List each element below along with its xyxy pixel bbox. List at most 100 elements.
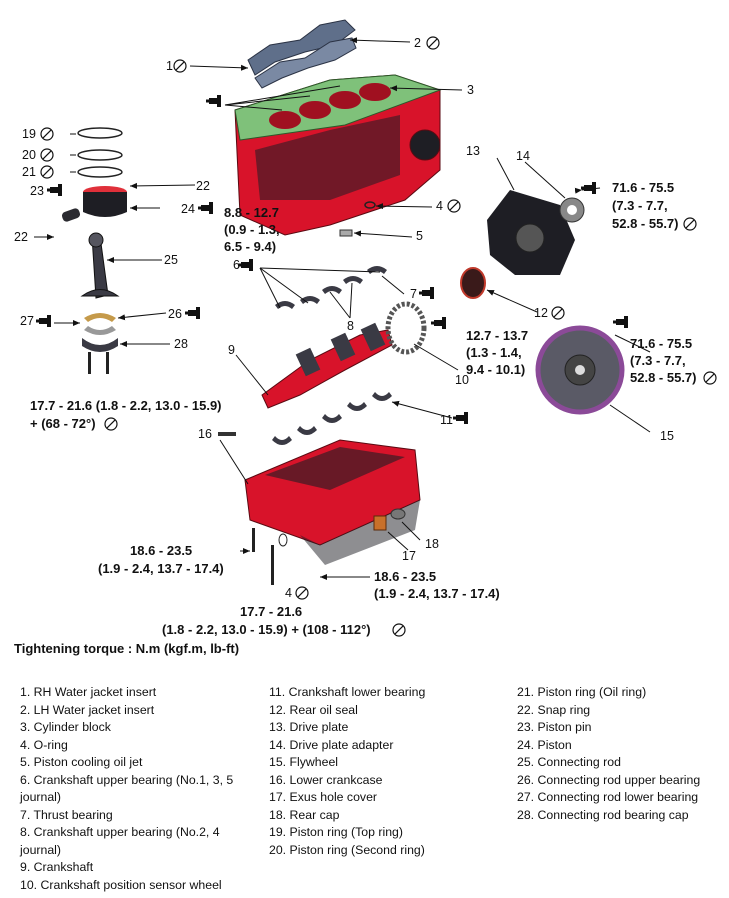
legend-item: 23. Piston pin — [517, 720, 592, 734]
svg-text:12.7 - 13.7: 12.7 - 13.7 — [466, 328, 528, 343]
svg-text:8.8 - 12.7: 8.8 - 12.7 — [224, 205, 279, 220]
svg-text:6: 6 — [233, 258, 240, 272]
legend-item: 12. Rear oil seal — [269, 702, 358, 717]
rod-bearings-and-cap — [82, 313, 118, 374]
svg-text:4: 4 — [285, 586, 292, 600]
crankshaft — [261, 322, 393, 409]
legend-item: 6. Crankshaft upper bearing (No.1, 3, 5 … — [20, 772, 234, 805]
drive-plate-adapter — [559, 197, 585, 223]
cylinder-block — [234, 74, 442, 236]
svg-text:52.8 - 55.7): 52.8 - 55.7) — [630, 370, 697, 385]
svg-text:71.6 - 75.5: 71.6 - 75.5 — [612, 180, 674, 195]
leader-lines — [34, 37, 651, 580]
crankshaft-upper-bearings — [275, 266, 387, 309]
drive-plate — [487, 190, 575, 275]
legend-item: 8. Crankshaft upper bearing (No.2, 4 jou… — [20, 825, 220, 857]
svg-text:23: 23 — [30, 184, 44, 198]
legend-item: 14. Drive plate adapter — [269, 737, 394, 752]
svg-text:17: 17 — [402, 549, 416, 563]
piston-cooling-oil-jet — [339, 229, 353, 237]
svg-text:22: 22 — [14, 230, 28, 244]
svg-text:18.6 - 23.5: 18.6 - 23.5 — [374, 569, 436, 584]
svg-text:12: 12 — [534, 306, 548, 320]
bolt-lower-left — [252, 528, 255, 552]
legend-item: 24. Piston — [517, 737, 572, 752]
exus-hole-cover — [373, 515, 387, 531]
svg-text:19: 19 — [22, 127, 36, 141]
svg-text:1: 1 — [166, 59, 173, 73]
legend-item: 22. Snap ring — [517, 702, 591, 717]
legend-item: 3. Cylinder block — [20, 720, 111, 734]
svg-text:9: 9 — [228, 343, 235, 357]
legend-item: 27. Connecting rod lower bearing — [517, 790, 699, 804]
legend-item: 5. Piston cooling oil jet — [20, 755, 143, 769]
svg-text:7: 7 — [410, 287, 417, 301]
legend-column-3: 21. Piston ring (Oil ring) 22. Snap ring… — [517, 684, 727, 824]
legend-item: 20. Piston ring (Second ring) — [269, 842, 425, 857]
legend-item: 11. Crankshaft lower bearing — [269, 685, 426, 699]
svg-text:(7.3 - 7.7,: (7.3 - 7.7, — [612, 198, 668, 213]
legend-item: 26. Connecting rod upper bearing — [517, 772, 701, 787]
svg-text:22: 22 — [196, 179, 210, 193]
o-ring-block — [364, 201, 376, 209]
legend-item: 18. Rear cap — [269, 807, 340, 822]
svg-text:+ (68 - 72°): + (68 - 72°) — [30, 416, 96, 431]
flywheel — [535, 325, 625, 415]
svg-text:52.8 - 55.7): 52.8 - 55.7) — [612, 216, 679, 231]
legend-item: 17. Exus hole cover — [269, 790, 378, 804]
svg-text:18: 18 — [425, 537, 439, 551]
connecting-rod — [80, 232, 120, 299]
svg-text:6.5 - 9.4): 6.5 - 9.4) — [224, 239, 276, 254]
svg-text:21: 21 — [22, 165, 36, 179]
svg-text:15: 15 — [660, 429, 674, 443]
callout-numbers: 1 2 3 4 4 5 6 7 8 9 10 11 12 13 14 15 16… — [14, 36, 674, 600]
bolt-16 — [218, 432, 236, 436]
legend-item: 25. Connecting rod — [517, 755, 621, 769]
svg-text:2: 2 — [414, 36, 421, 50]
svg-text:(1.9 - 2.4, 13.7 - 17.4): (1.9 - 2.4, 13.7 - 17.4) — [374, 586, 500, 601]
svg-text:(1.9 - 2.4, 13.7 - 17.4): (1.9 - 2.4, 13.7 - 17.4) — [98, 561, 224, 576]
legend-item: 10. Crankshaft position sensor wheel — [20, 877, 222, 892]
legend-item: 4. O-ring — [20, 737, 68, 752]
svg-text:9.4 - 10.1): 9.4 - 10.1) — [466, 362, 525, 377]
legend-item: 9. Crankshaft — [20, 860, 94, 874]
legend-item: 19. Piston ring (Top ring) — [269, 825, 403, 839]
svg-text:(1.8 - 2.2, 13.0 - 15.9) + (1: (1.8 - 2.2, 13.0 - 15.9) + (108 - 112°) — [162, 622, 371, 637]
legend-item: 2. LH Water jacket insert — [20, 702, 155, 717]
svg-text:3: 3 — [467, 83, 474, 97]
legend-item: 1. RH Water jacket insert — [20, 685, 157, 699]
svg-text:17.7 - 21.6: 17.7 - 21.6 — [240, 604, 302, 619]
legend-item: 13. Drive plate — [269, 720, 349, 734]
svg-text:24: 24 — [181, 202, 195, 216]
svg-text:16: 16 — [198, 427, 212, 441]
svg-text:28: 28 — [174, 337, 188, 351]
crankshaft-position-sensor-wheel — [385, 301, 427, 355]
o-ring-lower — [278, 533, 288, 547]
bolt-lower-mid — [271, 545, 274, 585]
svg-text:5: 5 — [416, 229, 423, 243]
svg-text:11: 11 — [440, 413, 453, 427]
legend-column-2: 11. Crankshaft lower bearing 12. Rear oi… — [269, 684, 509, 859]
svg-text:(0.9 - 1.3,: (0.9 - 1.3, — [224, 222, 280, 237]
torque-specs: 8.8 - 12.7 (0.9 - 1.3, 6.5 - 9.4) 71.6 -… — [30, 180, 697, 637]
legend-item: 16. Lower crankcase — [269, 772, 383, 787]
svg-text:18.6 - 23.5: 18.6 - 23.5 — [130, 543, 192, 558]
legend-column-1: 1. RH Water jacket insert 2. LH Water ja… — [20, 684, 260, 894]
tightening-torque-note: Tightening torque : N.m (kgf.m, lb-ft) — [14, 641, 240, 656]
rear-oil-seal — [460, 267, 486, 299]
svg-text:4: 4 — [436, 199, 443, 213]
svg-text:(1.3 - 1.4,: (1.3 - 1.4, — [466, 345, 522, 360]
svg-text:25: 25 — [164, 253, 178, 267]
legend-item: 21. Piston ring (Oil ring) — [517, 685, 647, 699]
svg-text:(7.3 - 7.7,: (7.3 - 7.7, — [630, 353, 686, 368]
svg-text:27: 27 — [20, 314, 34, 328]
svg-text:10: 10 — [455, 373, 469, 387]
legend-item: 15. Flywheel — [269, 755, 339, 769]
svg-text:17.7 - 21.6 (1.8 - 2.2, 13.0 -: 17.7 - 21.6 (1.8 - 2.2, 13.0 - 15.9) — [30, 398, 222, 413]
water-jacket-inserts — [247, 19, 357, 89]
legend-item: 7. Thrust bearing — [20, 807, 113, 822]
svg-text:20: 20 — [22, 148, 36, 162]
crankshaft-lower-bearings — [272, 392, 392, 445]
exploded-engine-block-diagram: 1 2 3 4 4 5 6 7 8 9 10 11 12 13 14 15 16… — [14, 19, 717, 637]
svg-text:14: 14 — [516, 149, 530, 163]
